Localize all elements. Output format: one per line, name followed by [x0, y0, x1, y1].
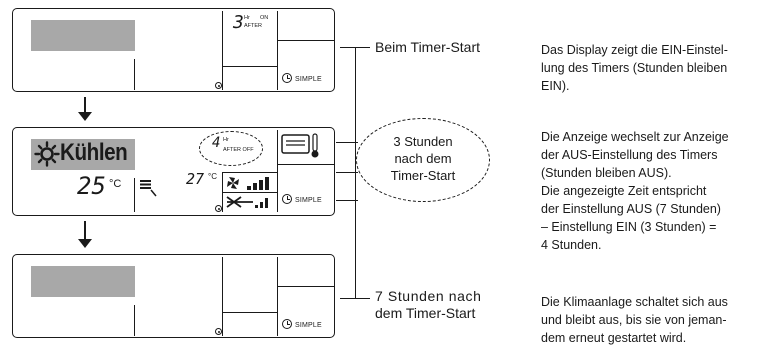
- description-line: dem erneut gestartet wird.: [541, 331, 687, 345]
- divider: [134, 305, 135, 336]
- clock-icon: [282, 73, 292, 83]
- divider: [277, 11, 278, 90]
- simple-mode-label: SIMPLE: [295, 322, 322, 329]
- down-arrow-icon: [78, 97, 92, 122]
- divider: [277, 164, 334, 165]
- divider: [277, 257, 278, 336]
- indicator-dot-icon: [215, 205, 222, 212]
- set-temperature-display: 25: [77, 172, 106, 200]
- lcd-blank-area: [31, 266, 135, 297]
- clock-icon: [282, 319, 292, 329]
- divider: [222, 11, 223, 90]
- simple-mode-label: SIMPLE: [295, 76, 322, 83]
- description-line: Die Klimaanlage schaltet sich aus: [541, 295, 728, 309]
- description-line: EIN).: [541, 79, 570, 93]
- divider: [277, 286, 334, 287]
- divider: [134, 59, 135, 90]
- three-hours-callout: [356, 118, 490, 202]
- timeline-end-label: 7 Stunden nach dem Timer-Start: [375, 288, 525, 322]
- lcd-blank-area: [31, 20, 135, 51]
- description-line: Die angezeigte Zeit entspricht: [541, 184, 707, 198]
- end-label-line: dem Timer-Start: [375, 305, 476, 321]
- divider: [134, 178, 135, 212]
- three-hours-callout-text: 3 Stunden nach dem Timer-Start: [356, 133, 490, 184]
- divider: [222, 192, 277, 193]
- hr-label: Hr: [244, 15, 250, 21]
- description-line: der AUS-Einstellung des Timers: [541, 148, 718, 162]
- connector-line: [336, 172, 358, 173]
- after-label: AFTER: [244, 23, 263, 29]
- mode-text: Kühlen: [60, 139, 128, 166]
- divider: [222, 66, 277, 67]
- indicator-dot-icon: [215, 328, 222, 335]
- simple-mode-label: SIMPLE: [295, 197, 322, 204]
- divider: [222, 257, 223, 336]
- display-panel-timer-start: 3 Hr ON AFTER SIMPLE: [12, 8, 335, 92]
- description-line: Die Anzeige wechselt zur Anzeige: [541, 130, 729, 144]
- clock-icon: [282, 194, 292, 204]
- description-line: – Einstellung EIN (3 Stunden) =: [541, 220, 717, 234]
- description-line: (Stunden bleiben AUS).: [541, 166, 672, 180]
- divider: [277, 130, 278, 212]
- on-label: ON: [260, 15, 269, 21]
- fan-speed-icon: [227, 177, 269, 190]
- highlight-ellipse: [199, 131, 263, 166]
- timer-hours-display: 4: [212, 135, 221, 151]
- room-temperature-unit: °C: [208, 172, 217, 181]
- description-three-hours: Die Anzeige wechselt zur Anzeige der AUS…: [541, 128, 779, 254]
- indicator-dot-icon: [215, 82, 222, 89]
- description-line: lung des Timers (Stunden bleiben: [541, 61, 728, 75]
- callout-line: Timer-Start: [390, 168, 456, 183]
- room-temperature-display: 27: [186, 170, 205, 188]
- timeline-tick-end: [340, 298, 370, 299]
- cool-mode-icon: [34, 141, 60, 167]
- callout-line: nach dem: [394, 151, 452, 166]
- down-arrow-icon: [78, 221, 92, 249]
- description-seven-hours: Die Klimaanlage schaltet sich aus und bl…: [541, 293, 779, 347]
- timeline-tick-start: [340, 47, 370, 48]
- hr-label: Hr: [223, 137, 229, 143]
- divider: [277, 40, 334, 41]
- description-timer-start: Das Display zeigt die EIN-Einstel- lung …: [541, 41, 779, 95]
- display-panel-seven-hours: SIMPLE: [12, 254, 335, 338]
- description-line: 4 Stunden.: [541, 238, 602, 252]
- callout-line: 3 Stunden: [393, 134, 453, 149]
- vane-icon: [140, 180, 157, 197]
- connector-line: [336, 142, 358, 143]
- display-panel-three-hours: Kühlen 25 °C 27 °C 4 Hr AFTER OFF: [12, 127, 335, 216]
- connector-line: [336, 200, 358, 201]
- filter-thermometer-icon: [281, 133, 319, 158]
- timer-hours-display: 3: [233, 12, 244, 33]
- description-line: Das Display zeigt die EIN-Einstel-: [541, 43, 728, 57]
- divider: [222, 312, 277, 313]
- louver-icon: [226, 196, 268, 208]
- divider: [222, 172, 277, 173]
- description-line: der Einstellung AUS (7 Stunden): [541, 202, 721, 216]
- description-line: und bleibt aus, bis sie von jeman-: [541, 313, 727, 327]
- end-label-line: 7 Stunden nach: [375, 288, 482, 304]
- after-off-label: AFTER OFF: [223, 147, 254, 153]
- timeline-start-label: Beim Timer-Start: [375, 39, 481, 55]
- set-temperature-unit: °C: [109, 178, 122, 190]
